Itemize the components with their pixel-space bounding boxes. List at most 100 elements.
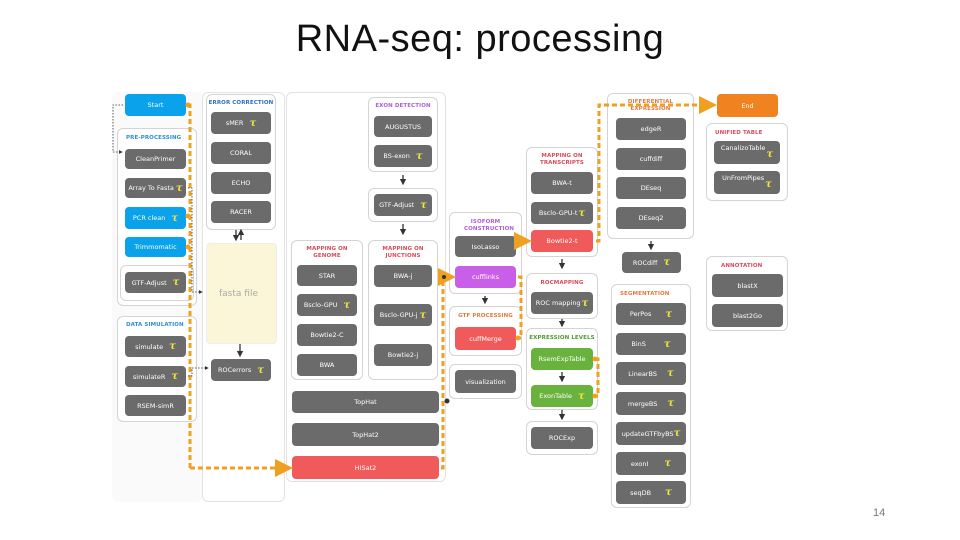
start-node[interactable]: Start — [125, 94, 186, 116]
tool-echo[interactable]: ECHO — [211, 172, 271, 194]
group-label: EXON DETECTION — [375, 103, 431, 109]
path-node-dot — [185, 102, 191, 108]
tool-marker-icon: τ — [171, 212, 179, 224]
tool-tophat[interactable]: TopHat — [292, 391, 439, 413]
tool-marker-icon: τ — [257, 364, 265, 376]
tool-blast2go[interactable]: blast2Go — [712, 304, 783, 327]
group-label: MAPPING ON TRANSCRIPTS — [540, 153, 584, 166]
tool-star[interactable]: STAR — [297, 265, 357, 286]
group-label: SEGMENTATION — [620, 291, 670, 297]
tool-marker-icon: τ — [666, 368, 674, 379]
tool-marker-icon: τ — [665, 487, 672, 498]
tool-cleanprimer[interactable]: CleanPrimer — [125, 149, 186, 169]
group-label: DIFFERENTIAL EXPRESSION — [627, 99, 674, 112]
tool-marker-icon: τ — [169, 341, 176, 352]
tool-rocexp[interactable]: ROCExp — [531, 427, 593, 449]
path-start-down — [188, 103, 192, 468]
tool-coral[interactable]: CORAL — [211, 142, 271, 164]
tool-deseq2[interactable]: DEseq2 — [616, 207, 686, 229]
tool-augustus[interactable]: AUGUSTUS — [374, 116, 432, 137]
tool-marker-icon: τ — [420, 199, 427, 211]
group-label: MAPPING ON JUNCTIONS — [382, 246, 424, 259]
tool-marker-icon: τ — [664, 458, 672, 469]
slide-title: RNA-seq: processing — [295, 18, 665, 60]
end-node[interactable]: End — [717, 94, 778, 117]
tool-bowtie2-t[interactable]: Bowtie2-t — [531, 230, 593, 252]
tool-marker-icon: τ — [343, 299, 351, 311]
path-diff-up — [596, 103, 604, 243]
tool-rsemexptable[interactable]: RsemExpTable — [531, 348, 593, 370]
aux-connectors — [112, 104, 209, 377]
tool-marker-icon: τ — [175, 182, 183, 194]
aux-start-to-preprocessing — [112, 104, 123, 154]
tool-marker-icon: τ — [577, 390, 585, 402]
tool-bowtie2-j[interactable]: Bowtie2-j — [374, 344, 432, 366]
tool-rsem-simr[interactable]: RSEM-simR — [125, 395, 186, 416]
tool-bwa-t[interactable]: BWA-t — [531, 172, 593, 194]
tool-bwa-j[interactable]: BWA-j — [374, 265, 432, 287]
tool-cuffmerge[interactable]: cuffMerge — [455, 327, 516, 350]
tool-marker-icon: τ — [581, 297, 589, 309]
group-label: PRE-PROCESSING — [126, 135, 182, 141]
tool-cuffdiff[interactable]: cuffdiff — [616, 148, 686, 170]
tool-hisat2[interactable]: HISat2 — [292, 456, 439, 479]
tool-marker-icon: τ — [765, 179, 772, 190]
tool-racer[interactable]: RACER — [211, 201, 271, 223]
group-label: EXPRESSION LEVELS — [529, 335, 595, 341]
tool-marker-icon: τ — [673, 428, 681, 439]
junction-dot — [442, 275, 446, 279]
group-label: ANNOTATION — [721, 263, 763, 269]
tool-visualization[interactable]: visualization — [455, 370, 516, 393]
tool-bwa[interactable]: BWA — [297, 354, 357, 376]
path-cufflinks-cuffmerge — [518, 275, 523, 340]
group-label: ROCMAPPING — [540, 280, 584, 286]
group-label: ERROR CORRECTION — [208, 100, 274, 106]
tool-bowtie2-c[interactable]: Bowtie2-C — [297, 324, 357, 346]
tool-isolasso[interactable]: IsoLasso — [455, 236, 516, 257]
tool-marker-icon: τ — [667, 398, 675, 409]
pipeline-path — [188, 96, 717, 477]
path-node-dot — [515, 335, 521, 341]
fasta-file-node[interactable]: fasta file — [206, 243, 277, 344]
tool-marker-icon: τ — [419, 309, 427, 321]
tool-edger[interactable]: edgeR — [616, 118, 686, 140]
tool-marker-icon: τ — [578, 207, 586, 219]
tool-blastx[interactable]: blastX — [712, 274, 783, 297]
tool-marker-icon: τ — [172, 277, 180, 288]
tool-marker-icon: τ — [171, 371, 179, 382]
tool-tophat2[interactable]: TopHat2 — [292, 423, 439, 446]
path-node-dot — [185, 244, 191, 250]
group-label: UNIFIED TABLE — [715, 130, 763, 136]
group-label: MAPPING ON GENOME — [306, 246, 348, 259]
tool-cufflinks[interactable]: cufflinks — [455, 266, 516, 288]
tool-trimmomatic[interactable]: Trimmomatic — [125, 237, 186, 257]
flow-arrows — [232, 175, 655, 421]
tool-deseq[interactable]: DEseq — [616, 177, 686, 199]
group-label: DATA SIMULATION — [126, 322, 184, 328]
path-node-dot — [592, 393, 598, 399]
